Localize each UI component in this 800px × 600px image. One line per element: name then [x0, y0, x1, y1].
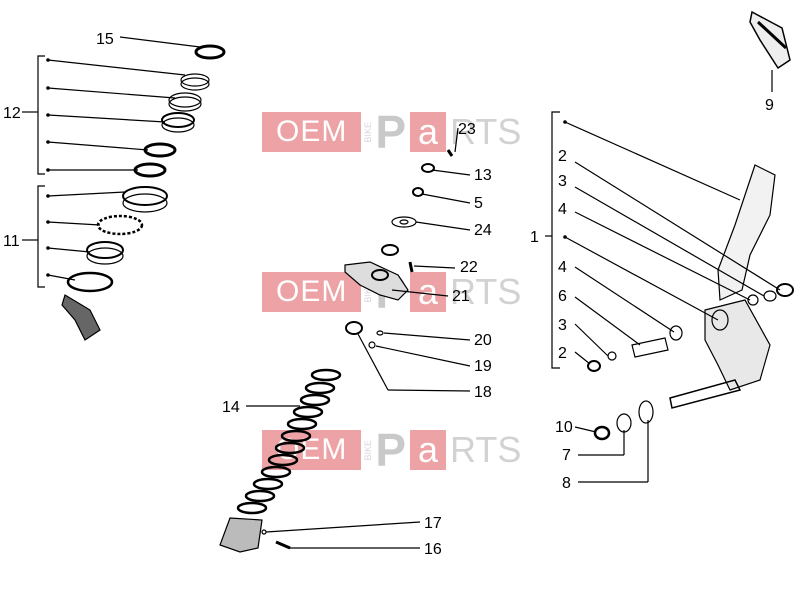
steering-bearing-stack: [61, 44, 226, 341]
callout-4: 4: [558, 201, 567, 218]
watermark-p: P: [375, 424, 407, 476]
callout-1: 1: [530, 229, 539, 246]
callout-15: 15: [96, 31, 114, 48]
watermark: OEM BIKE P a RTS: [262, 106, 522, 158]
watermark-oem: OEM: [262, 112, 362, 152]
bracket-12: [37, 55, 45, 175]
callout-18: 18: [474, 384, 492, 401]
callout-9: 9: [765, 97, 774, 114]
callout-2: 2: [558, 345, 567, 362]
callout-7: 7: [562, 447, 571, 464]
callout-3: 3: [558, 317, 567, 334]
watermark-p: P: [375, 106, 407, 158]
callout-11: 11: [3, 233, 20, 250]
lever-assembly: [587, 164, 794, 441]
callout-24: 24: [474, 222, 492, 239]
callout-14: 14: [222, 399, 240, 416]
watermark-oem: OEM: [262, 430, 362, 470]
callout-19: 19: [474, 358, 492, 375]
callout-20: 20: [474, 332, 492, 349]
callout-10: 10: [555, 419, 573, 436]
watermark-a: a: [410, 112, 447, 152]
damper-mount-parts: [344, 149, 454, 349]
callout-16: 16: [424, 541, 442, 558]
watermark: OEM BIKE P a RTS: [262, 424, 522, 476]
callout-6: 6: [558, 288, 567, 305]
callout-23: 23: [458, 121, 476, 138]
callout-5: 5: [474, 195, 483, 212]
watermark-rts: RTS: [450, 111, 522, 152]
watermark-a: a: [410, 430, 447, 470]
callout-21: 21: [452, 288, 470, 305]
callout-22: 22: [460, 259, 478, 276]
bracket-11: [37, 185, 45, 288]
callout-13: 13: [474, 167, 492, 184]
bracket-1: [551, 111, 560, 369]
watermark-oem: OEM: [262, 272, 362, 312]
shock-absorber: [219, 368, 342, 553]
part-9: [749, 10, 791, 70]
callout-2: 2: [558, 148, 567, 165]
callout-3: 3: [558, 173, 567, 190]
callout-17: 17: [424, 515, 442, 532]
watermark-rts: RTS: [450, 429, 522, 470]
callout-12: 12: [3, 105, 21, 122]
watermark-rts: RTS: [450, 271, 522, 312]
callout-4: 4: [558, 259, 567, 276]
callout-8: 8: [562, 475, 571, 492]
